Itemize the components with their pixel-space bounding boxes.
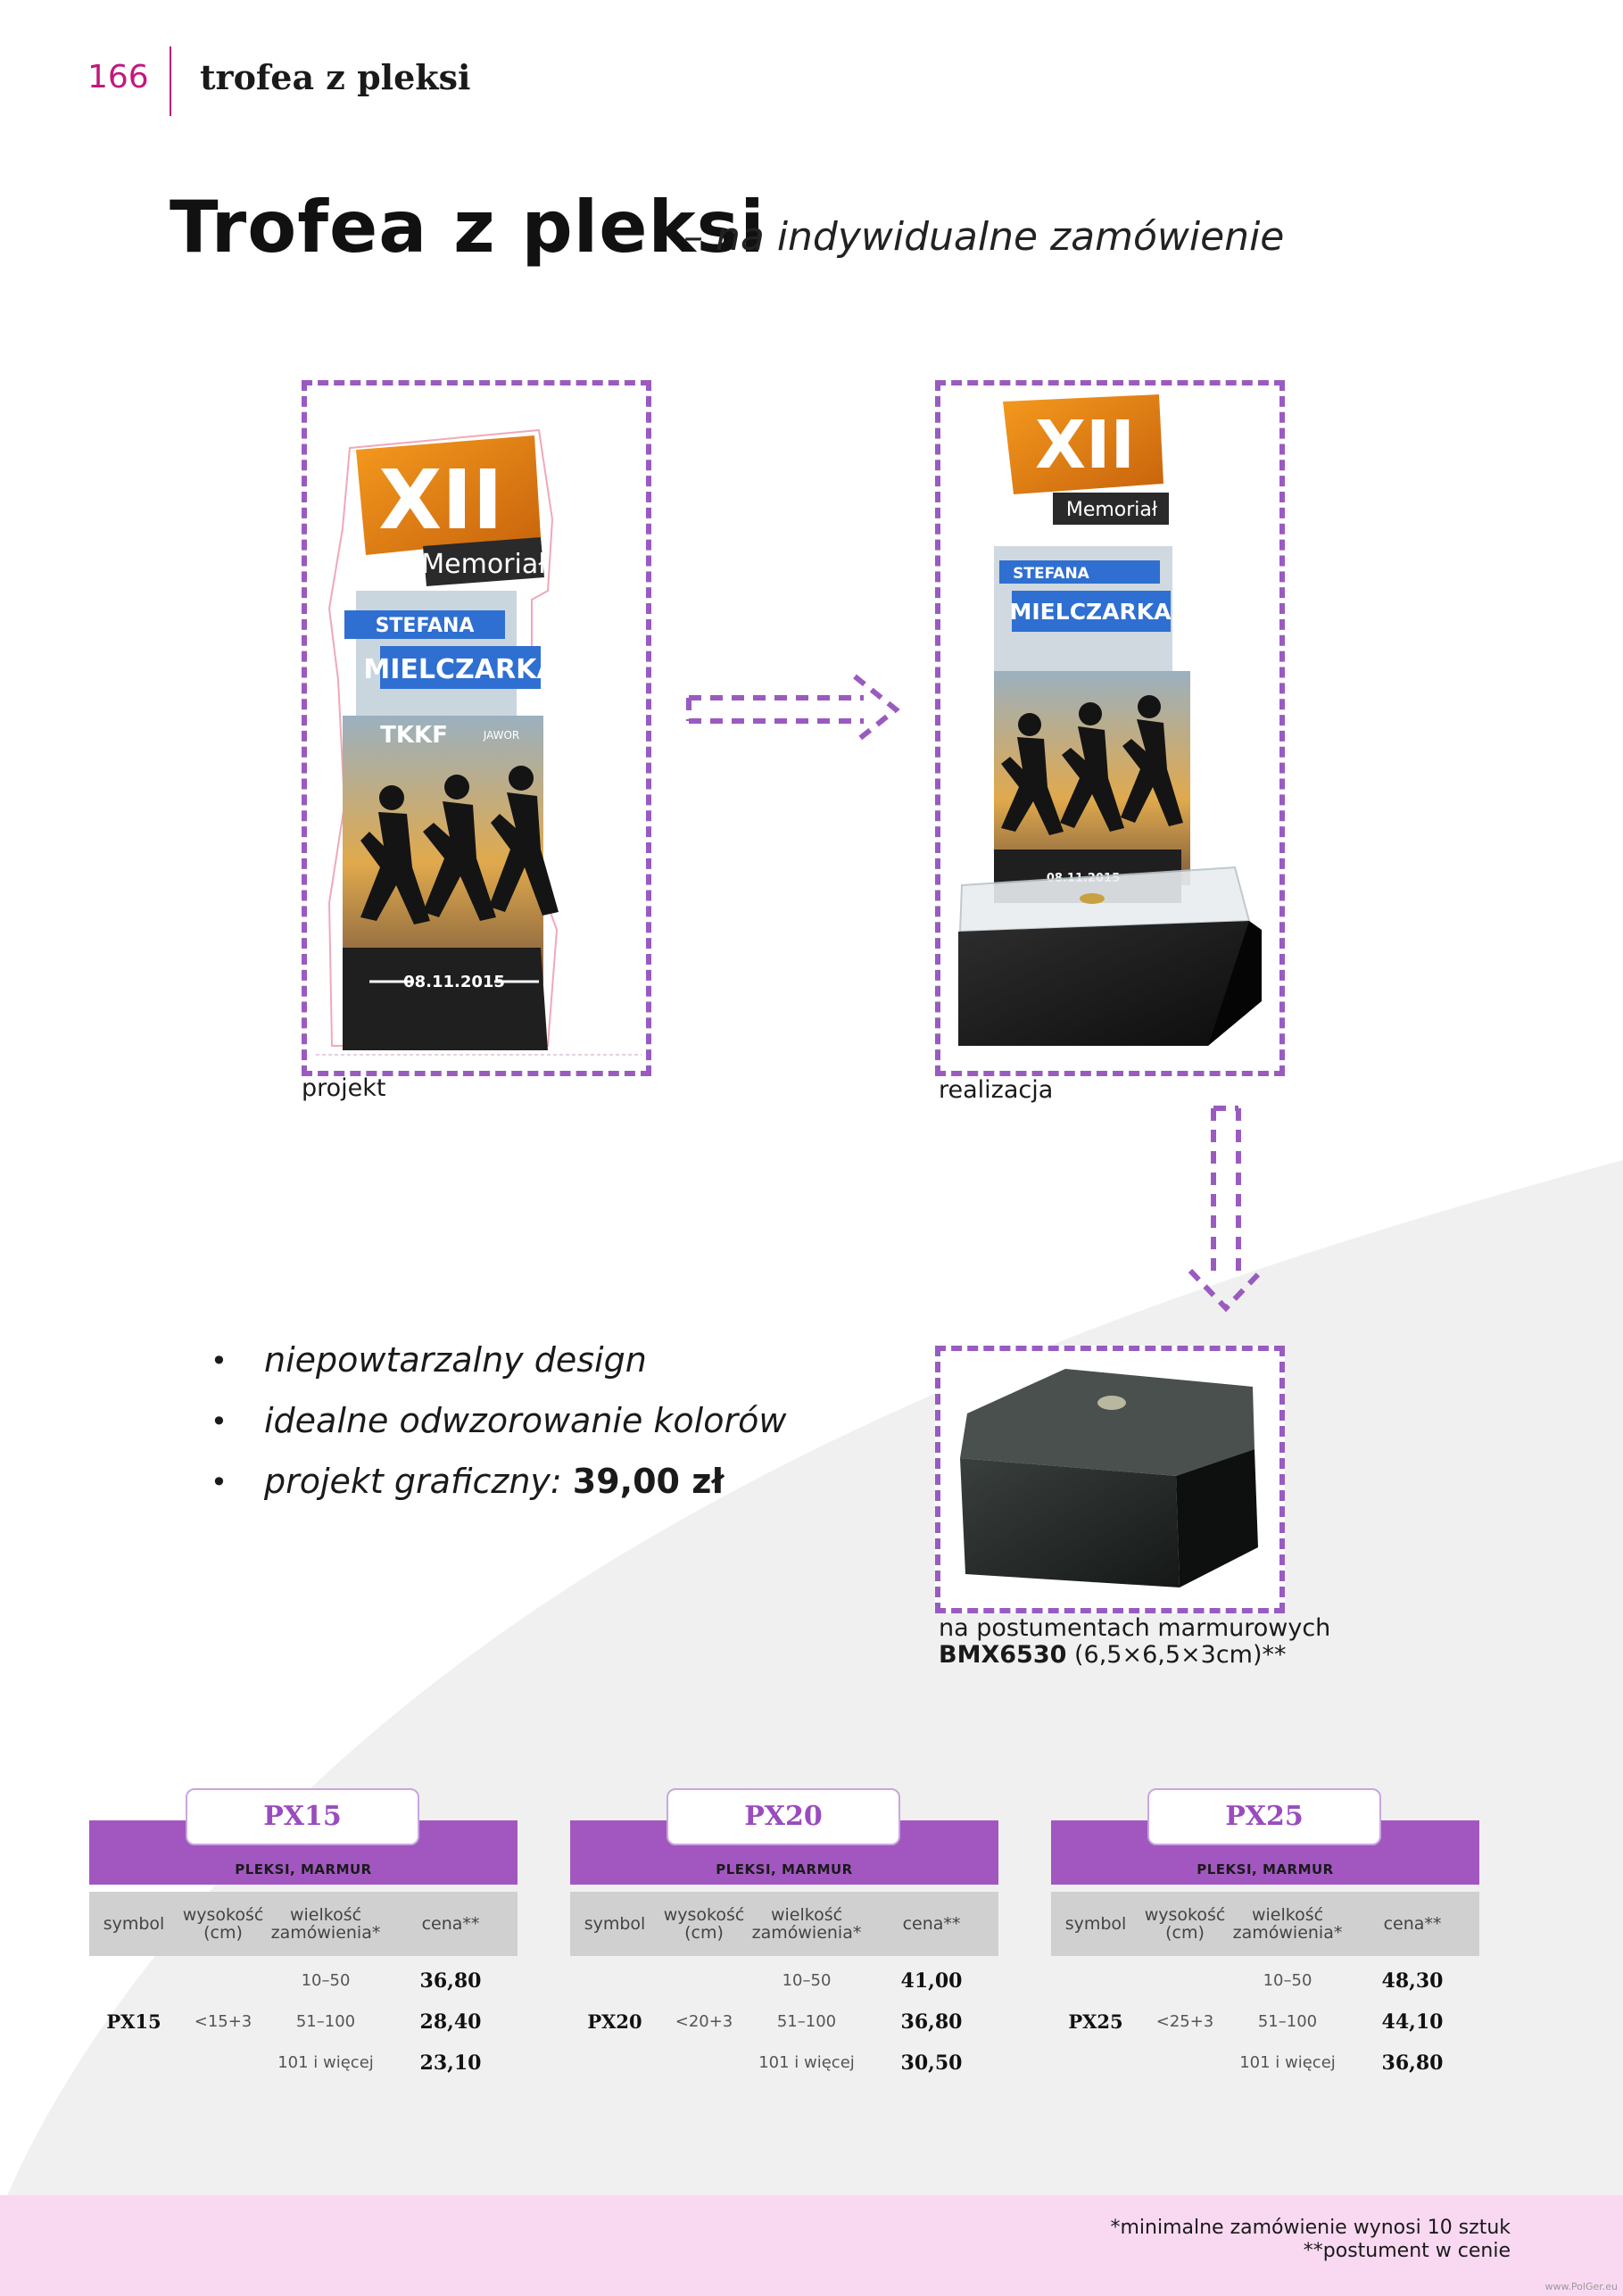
footnote-base-included: **postument w cenie: [1303, 2240, 1511, 2262]
col-order: wielkość zamówienia*: [751, 1905, 862, 1943]
arrow-down-icon: [1188, 1106, 1264, 1313]
page-title: Trofea z pleksi: [170, 186, 766, 269]
col-symbol: symbol: [1064, 1914, 1127, 1934]
feature-item: •niepowtarzalny design: [211, 1340, 647, 1380]
realization-trophy-photo: XII Memoriał STEFANA MIELCZARKA 08.11.20…: [958, 394, 1262, 1046]
col-height: wysokość (cm): [1144, 1905, 1226, 1943]
project-number-text: XII: [378, 452, 502, 548]
project-frame: XII Memoriał STEFANA MIELCZARKA TKKF JAW…: [302, 380, 651, 1076]
project-caption: projekt: [302, 1074, 386, 1102]
product-tab: PX20: [667, 1788, 900, 1845]
col-price: cena**: [902, 1914, 961, 1934]
bullet-icon: •: [211, 1405, 228, 1438]
table-row: PX25 <25+3 51–100 44,10: [1068, 2010, 1444, 2034]
design-price: 39,00 zł: [572, 1462, 725, 1501]
section-title: trofea z pleksi: [200, 57, 471, 97]
base-caption: na postumentach marmurowych BMX6530 (6,5…: [939, 1615, 1330, 1669]
table-row: 101 i więcej 23,10: [277, 2051, 482, 2075]
table-row: 101 i więcej 30,50: [758, 2051, 963, 2075]
base-dimensions: (6,5×6,5×3cm)**: [1066, 1641, 1287, 1669]
col-symbol: symbol: [584, 1914, 646, 1934]
table-row: PX15 <15+3 51–100 28,40: [106, 2010, 482, 2034]
col-order: wielkość zamówienia*: [270, 1905, 381, 1943]
site-credit: www.PolGer.eu: [1544, 2281, 1618, 2292]
project-memorial-text: Memoriał: [421, 549, 546, 580]
realization-frame: XII Memoriał STEFANA MIELCZARKA 08.11.20…: [935, 380, 1285, 1076]
project-date-text: 08.11.2015: [403, 973, 505, 991]
base-caption-line1: na postumentach marmurowych: [939, 1614, 1331, 1642]
table-row: 10–50 36,80: [301, 1969, 482, 1993]
table-row: 10–50 48,30: [1263, 1969, 1444, 1993]
price-table-px20: PX20 PLEKSI, MARMUR symbol wysokość (cm)…: [570, 1788, 998, 2083]
base-frame: [935, 1346, 1285, 1613]
feature-list: •niepowtarzalny design •idealne odwzorow…: [211, 1340, 786, 1522]
product-tab: PX25: [1147, 1788, 1381, 1845]
project-town-text: JAWOR: [483, 729, 520, 742]
col-price: cena**: [421, 1914, 480, 1934]
project-surname-text: MIELCZARKA: [363, 654, 558, 685]
svg-text:MIELCZARKA: MIELCZARKA: [1010, 599, 1172, 625]
page-number: 166: [87, 59, 149, 95]
table-header: symbol wysokość (cm) wielkość zamówienia…: [570, 1892, 998, 1956]
table-row: 10–50 41,00: [782, 1969, 963, 1993]
footer-band: [0, 2195, 1623, 2296]
svg-text:Memoriał: Memoriał: [1066, 499, 1158, 521]
page-subtitle: – na indywidualne zamówienie: [683, 214, 1285, 260]
feature-item: •idealne odwzorowanie kolorów: [211, 1401, 787, 1440]
col-symbol: symbol: [103, 1914, 165, 1934]
bullet-icon: •: [211, 1465, 228, 1499]
footnote-min-order: *minimalne zamówienie wynosi 10 sztuk: [1110, 2217, 1511, 2239]
project-firstname-text: STEFANA: [376, 615, 475, 637]
project-club-text: TKKF: [380, 722, 448, 749]
col-order: wielkość zamówienia*: [1232, 1905, 1343, 1943]
base-model: BMX6530: [939, 1641, 1067, 1669]
project-trophy-graphic: XII Memoriał STEFANA MIELCZARKA TKKF JAW…: [316, 428, 642, 1056]
table-header: symbol wysokość (cm) wielkość zamówienia…: [89, 1892, 518, 1956]
svg-text:STEFANA: STEFANA: [1013, 565, 1089, 583]
marble-base-photo: [960, 1369, 1258, 1587]
bullet-icon: •: [211, 1344, 228, 1378]
product-tab: PX15: [186, 1788, 419, 1845]
realization-caption: realizacja: [939, 1076, 1054, 1104]
table-header: symbol wysokość (cm) wielkość zamówienia…: [1051, 1892, 1479, 1956]
svg-text:XII: XII: [1035, 407, 1135, 484]
footnotes: *minimalne zamówienie wynosi 10 sztuk **…: [1110, 2217, 1511, 2263]
feature-item: •projekt graficzny: 39,00 zł: [211, 1462, 725, 1501]
col-price: cena**: [1383, 1914, 1442, 1934]
arrow-right-icon: [686, 674, 900, 745]
table-row: PX20 <20+3 51–100 36,80: [587, 2010, 963, 2034]
price-table-px25: PX25 PLEKSI, MARMUR symbol wysokość (cm)…: [1051, 1788, 1479, 2083]
header-divider: [170, 46, 171, 116]
col-height: wysokość (cm): [182, 1905, 264, 1943]
col-height: wysokość (cm): [663, 1905, 745, 1943]
price-table-px15: PX15 PLEKSI, MARMUR symbol wysokość (cm)…: [89, 1788, 518, 2083]
table-row: 101 i więcej 36,80: [1239, 2051, 1444, 2075]
